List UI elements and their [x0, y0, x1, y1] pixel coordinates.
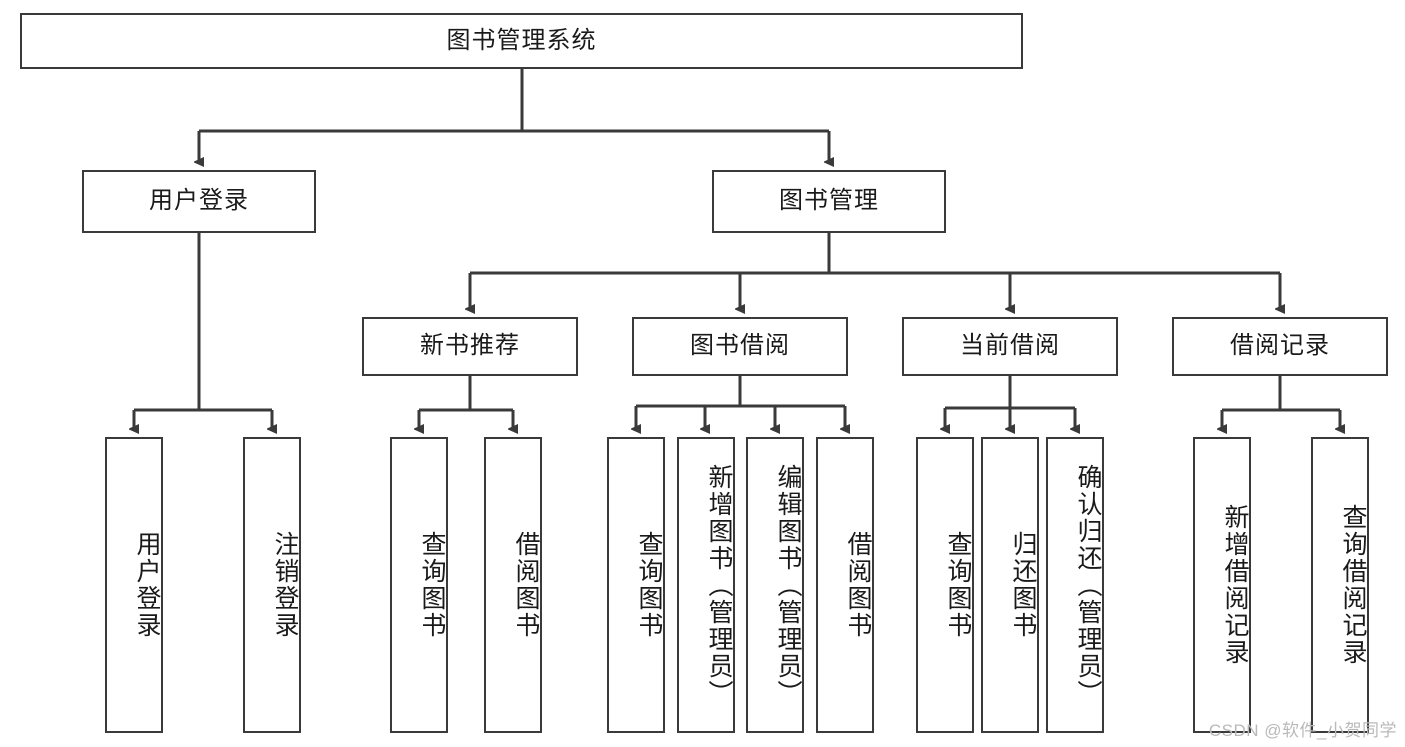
csdn-watermark: CSDN @软件_小贺同学 — [1208, 721, 1397, 740]
node-label: 借阅图书 — [512, 531, 540, 639]
leaf-borrow-add-book-admin[interactable]: 新增图书（管理员） — [677, 437, 735, 733]
node-root-book-management-system[interactable]: 图书管理系统 — [20, 13, 1023, 69]
node-label: 用户登录 — [149, 187, 249, 215]
node-label: 新书推荐 — [420, 332, 520, 360]
leaf-borrow-query-books[interactable]: 查询图书 — [607, 437, 665, 733]
node-label: 新增借阅记录 — [1221, 504, 1249, 666]
node-label: 注销登录 — [271, 531, 299, 639]
node-label: 用户登录 — [133, 531, 161, 639]
node-label: 新增图书（管理员） — [705, 463, 733, 707]
node-label: 借阅图书 — [844, 531, 872, 639]
leaf-new-book-borrow-books[interactable]: 借阅图书 — [484, 437, 542, 733]
node-label: 查询图书 — [635, 531, 663, 639]
node-label: 图书管理系统 — [446, 26, 597, 54]
node-book-borrowing[interactable]: 图书借阅 — [632, 317, 848, 376]
node-book-management[interactable]: 图书管理 — [712, 170, 946, 233]
leaf-record-query-borrow-record[interactable]: 查询借阅记录 — [1311, 437, 1369, 733]
node-label: 借阅记录 — [1230, 332, 1330, 360]
leaf-user-login-login[interactable]: 用户登录 — [105, 437, 163, 733]
node-label: 图书管理 — [779, 187, 879, 215]
leaf-current-confirm-return-admin[interactable]: 确认归还（管理员） — [1046, 437, 1104, 733]
node-user-login[interactable]: 用户登录 — [82, 170, 316, 233]
node-current-borrowing[interactable]: 当前借阅 — [902, 317, 1118, 376]
leaf-current-query-books[interactable]: 查询图书 — [916, 437, 974, 733]
node-new-book-recommendation[interactable]: 新书推荐 — [362, 317, 578, 376]
leaf-user-login-logout[interactable]: 注销登录 — [243, 437, 301, 733]
leaf-borrow-borrow-books[interactable]: 借阅图书 — [816, 437, 874, 733]
node-label: 编辑图书（管理员） — [774, 463, 802, 707]
node-label: 查询借阅记录 — [1339, 504, 1367, 666]
node-label: 查询图书 — [418, 531, 446, 639]
leaf-borrow-edit-book-admin[interactable]: 编辑图书（管理员） — [746, 437, 804, 733]
leaf-current-return-books[interactable]: 归还图书 — [981, 437, 1039, 733]
node-label: 当前借阅 — [960, 332, 1060, 360]
node-label: 确认归还（管理员） — [1074, 463, 1102, 707]
node-label: 查询图书 — [944, 531, 972, 639]
leaf-new-book-query-books[interactable]: 查询图书 — [390, 437, 448, 733]
node-label: 图书借阅 — [690, 332, 790, 360]
node-borrowing-records[interactable]: 借阅记录 — [1172, 317, 1388, 376]
leaf-record-add-borrow-record[interactable]: 新增借阅记录 — [1193, 437, 1251, 733]
node-label: 归还图书 — [1009, 531, 1037, 639]
